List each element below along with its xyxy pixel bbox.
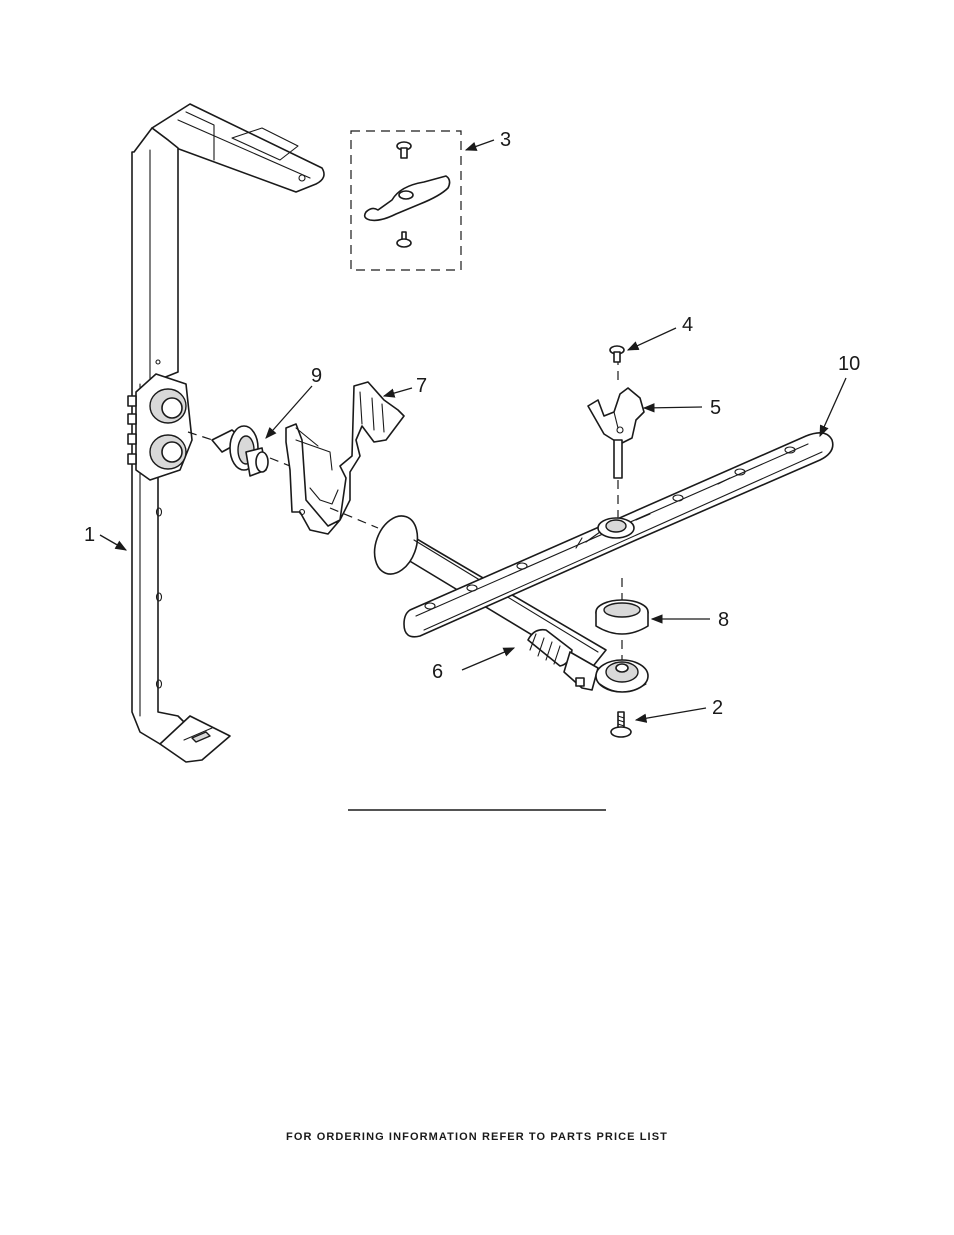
alignment-line bbox=[330, 508, 378, 528]
part-3-kit bbox=[351, 131, 461, 270]
part-9-bearing bbox=[212, 426, 268, 476]
part-2-screw bbox=[611, 712, 631, 737]
callout-6: 6 bbox=[432, 661, 443, 683]
callout-3: 3 bbox=[500, 129, 511, 151]
part-8-ring bbox=[596, 600, 648, 634]
part-7-bracket bbox=[286, 382, 404, 534]
leader-lines bbox=[100, 140, 846, 720]
part-5-clip bbox=[588, 388, 644, 478]
callout-10: 10 bbox=[838, 353, 860, 375]
callout-5: 5 bbox=[710, 397, 721, 419]
callout-9: 9 bbox=[311, 365, 322, 387]
callout-8: 8 bbox=[718, 609, 729, 631]
callout-2: 2 bbox=[712, 697, 723, 719]
ordering-note: FOR ORDERING INFORMATION REFER TO PARTS … bbox=[0, 1131, 954, 1143]
callout-1: 1 bbox=[84, 524, 95, 546]
callout-4: 4 bbox=[682, 314, 693, 336]
callout-7: 7 bbox=[416, 375, 427, 397]
part-4-screw bbox=[610, 346, 624, 362]
